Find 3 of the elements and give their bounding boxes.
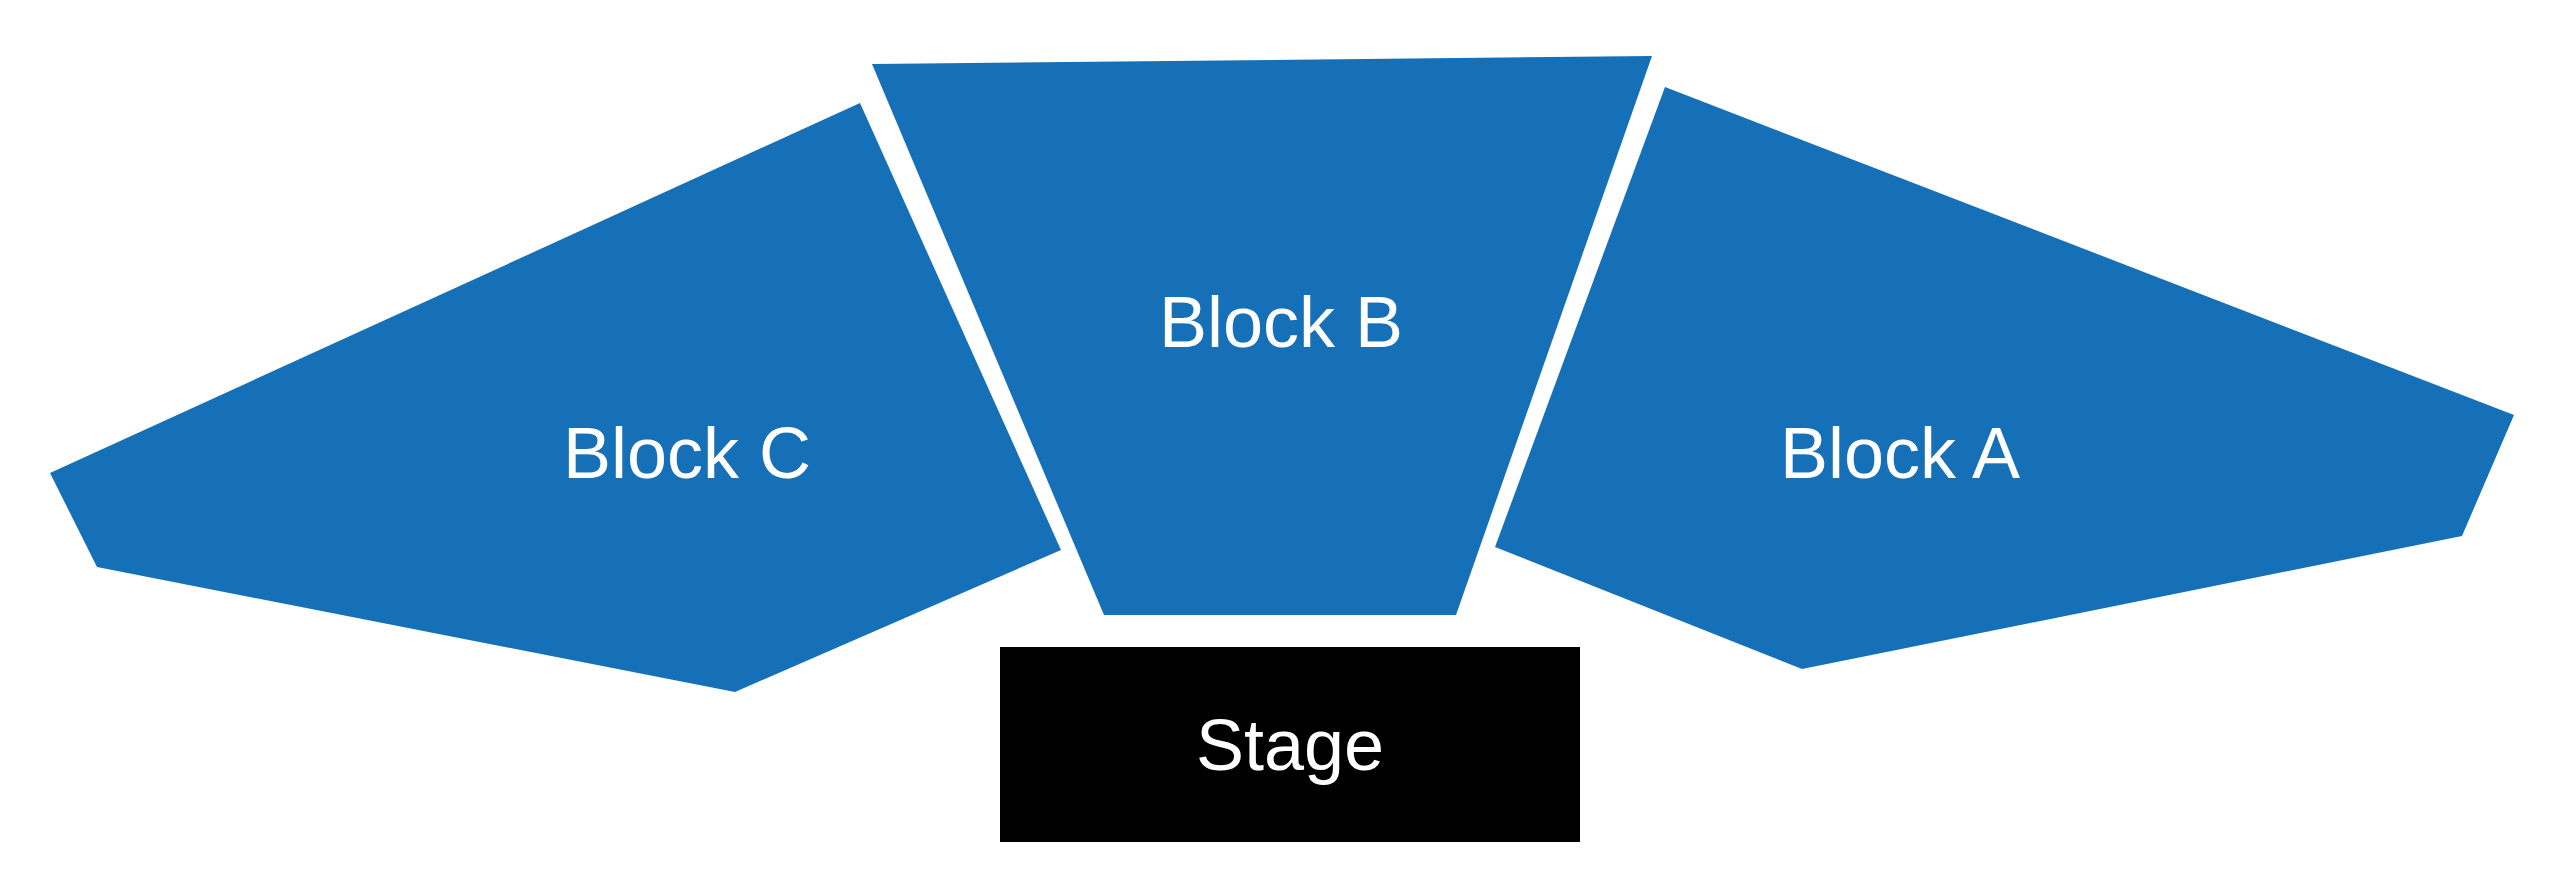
block-label: Block A [1779, 417, 2021, 489]
block-label: Block B [1158, 286, 1404, 358]
block-label: Block C [562, 417, 812, 489]
